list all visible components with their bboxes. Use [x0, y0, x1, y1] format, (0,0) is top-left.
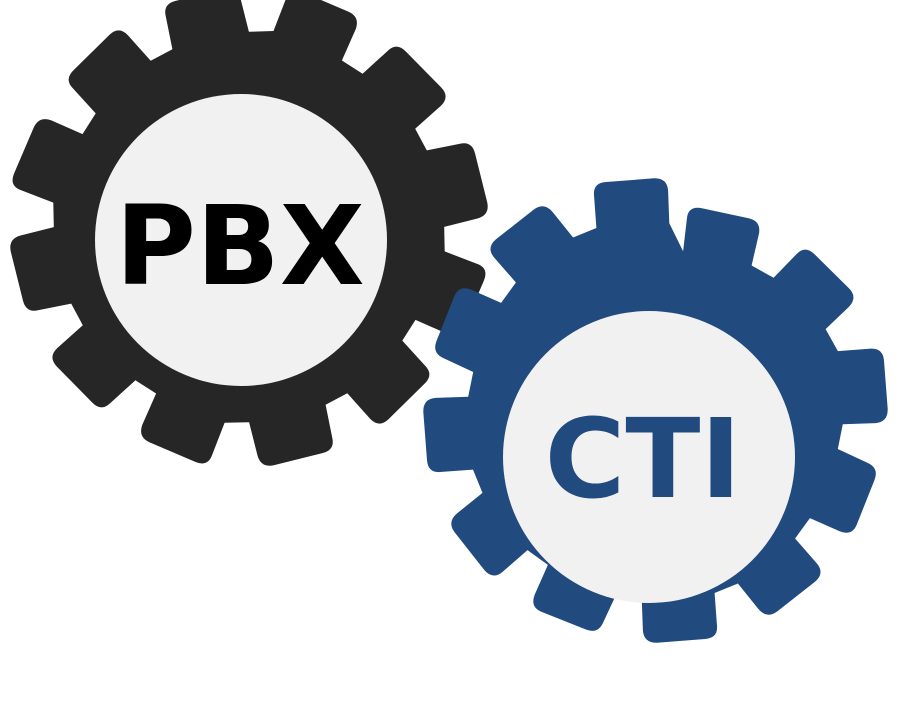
- pbx-gear: PBX: [10, 0, 488, 466]
- cti-gear: CTI: [423, 178, 888, 643]
- cti-gear-hub: [503, 311, 795, 603]
- cti-label: CTI: [545, 395, 742, 523]
- pbx-label: PBX: [115, 182, 364, 310]
- pbx-gear-hub: [95, 94, 387, 386]
